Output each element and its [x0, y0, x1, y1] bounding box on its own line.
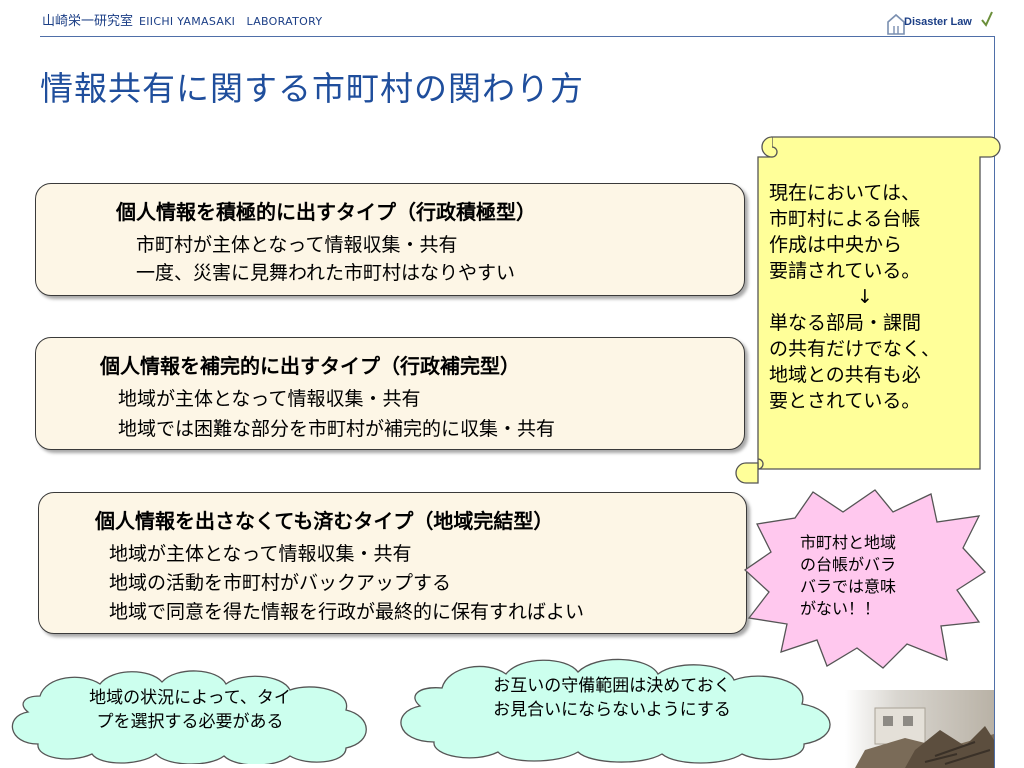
card-line: 地域で同意を得た情報を行政が最終的に保有すればよい: [109, 601, 585, 623]
type-card-community: 個人情報を出さなくても済むタイプ（地域完結型） 地域が主体となって情報収集・共有…: [38, 492, 747, 634]
card-title: 個人情報を積極的に出すタイプ（行政積極型）: [116, 200, 536, 224]
type-card-supplement: 個人情報を補完的に出すタイプ（行政補完型） 地域が主体となって情報収集・共有 地…: [35, 337, 745, 450]
logo-text: Disaster Law: [904, 16, 972, 28]
lab-name-en: EIICHI YAMASAKI LABORATORY: [139, 15, 323, 28]
check-icon: [981, 11, 993, 27]
burst-shape: [743, 489, 987, 669]
page-title: 情報共有に関する市町村の関わり方: [40, 69, 584, 108]
burst-line: バラでは意味: [800, 577, 897, 596]
scroll-line: 市町村による台帳: [769, 208, 921, 230]
burst-line: の台帳がバラ: [800, 555, 897, 574]
type-card-active: 個人情報を積極的に出すタイプ（行政積極型） 市町村が主体となって情報収集・共有 …: [35, 183, 745, 296]
scroll-line: 現在においては、: [769, 182, 921, 204]
right-rule: [994, 36, 995, 768]
card-line: 地域の活動を市町村がバックアップする: [109, 572, 452, 594]
scroll-line: 地域との共有も必: [769, 364, 921, 386]
cloud-line: 地域の状況によって、タイ: [89, 688, 291, 708]
card-line: 地域では困難な部分を市町村が補完的に収集・共有: [118, 418, 556, 440]
scroll-line: の共有だけでなく、: [769, 338, 941, 360]
burst-text: 市町村と地域 の台帳がバラ バラでは意味 がない！！: [800, 532, 940, 620]
scroll-line: 要請されている。: [769, 260, 921, 282]
cloud-line: お見合いにならないようにする: [493, 700, 731, 720]
scroll-text: 現在においては、 市町村による台帳 作成は中央から 要請されている。 ↓ 単なる…: [769, 180, 969, 414]
cloud-shape: [400, 658, 831, 764]
cloud-line: プを選択する必要がある: [96, 712, 284, 732]
card-title: 個人情報を出さなくても済むタイプ（地域完結型）: [95, 509, 554, 533]
scroll-line: 単なる部局・課間: [769, 312, 922, 334]
lab-name-jp: 山崎栄一研究室: [42, 14, 134, 29]
burst-line: 市町村と地域: [800, 533, 897, 552]
card-line: 一度、災害に見舞われた市町村はなりやすい: [136, 262, 516, 284]
cloud-line: お互いの守備範囲は決めておく: [493, 676, 731, 696]
house-icon: [887, 13, 905, 35]
burst-line: がない！！: [800, 599, 881, 618]
header-bar: 山崎栄一研究室 EIICHI YAMASAKI LABORATORY Disast…: [0, 0, 1024, 38]
cloud-text: お互いの守備範囲は決めておく お見合いにならないようにする: [422, 674, 802, 722]
scroll-line: 要とされている。: [769, 390, 921, 412]
disaster-law-logo: Disaster Law: [886, 10, 996, 36]
scroll-shape: [735, 136, 1001, 484]
down-arrow-icon: ↓: [857, 286, 873, 308]
card-title: 個人情報を補完的に出すタイプ（行政補完型）: [100, 354, 520, 378]
scroll-line: 作成は中央から: [769, 234, 903, 256]
header-divider: [40, 36, 995, 37]
cloud-text: 地域の状況によって、タイ プを選択する必要がある: [30, 686, 350, 734]
lab-name: 山崎栄一研究室 EIICHI YAMASAKI LABORATORY: [42, 10, 322, 29]
disaster-debris-photo: [845, 690, 994, 768]
card-line: 地域が主体となって情報収集・共有: [118, 388, 421, 410]
card-line: 市町村が主体となって情報収集・共有: [136, 234, 458, 256]
cloud-shape: [11, 670, 367, 764]
card-line: 地域が主体となって情報収集・共有: [109, 543, 412, 565]
